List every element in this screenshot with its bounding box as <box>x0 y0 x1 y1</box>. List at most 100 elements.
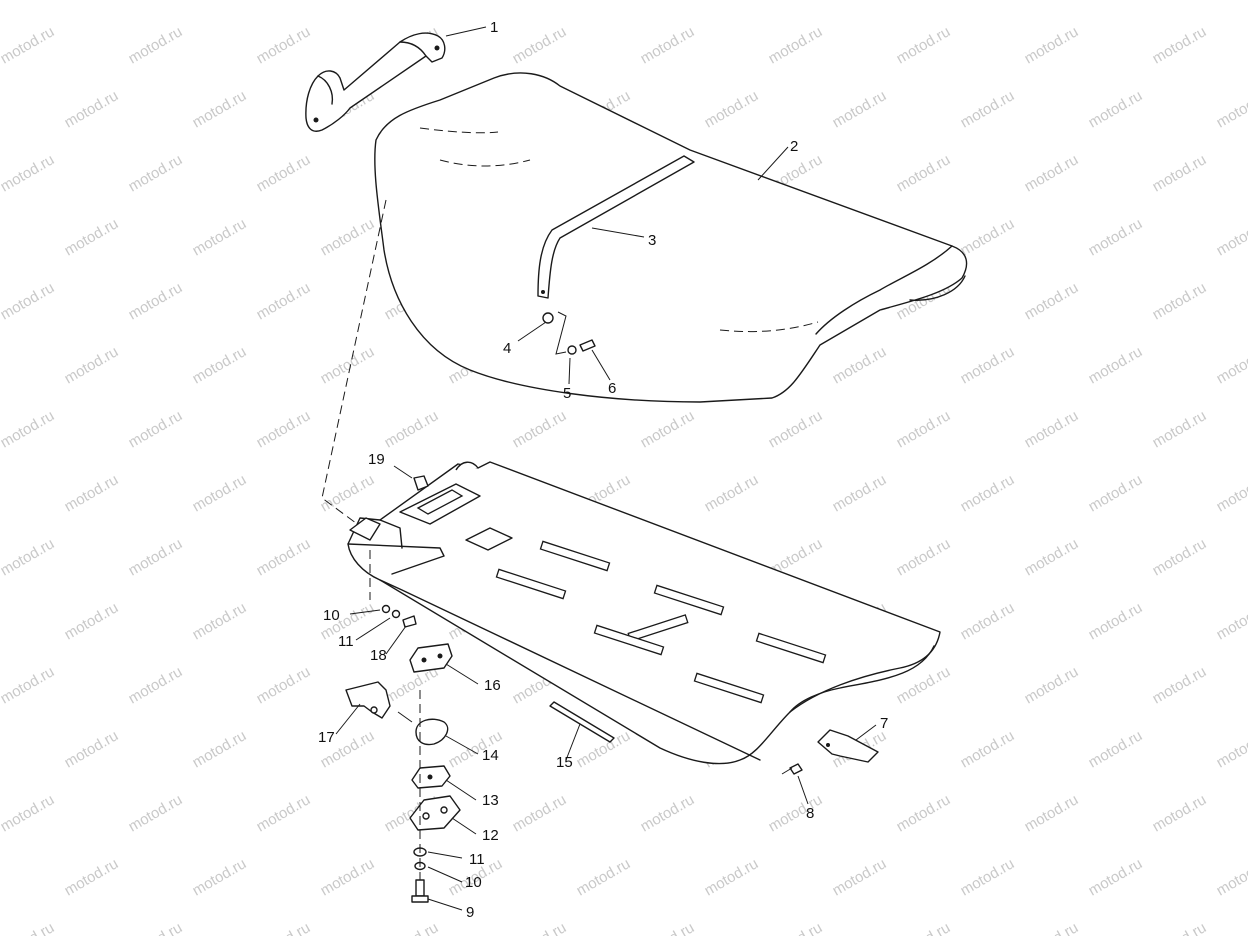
watermark-text: motod.ru <box>1022 535 1082 579</box>
watermark-text: motod.ru <box>1150 919 1210 936</box>
watermark-text: motod.ru <box>254 919 314 936</box>
watermark-text: motod.ru <box>1150 535 1210 579</box>
watermark-text: motod.ru <box>62 599 122 643</box>
watermark-text: motod.ru <box>190 215 250 259</box>
watermark-text: motod.ru <box>894 23 954 67</box>
watermark-text: motod.ru <box>958 0 1018 3</box>
callout-15: 15 <box>556 754 573 771</box>
callout-10b: 10 <box>465 874 482 891</box>
watermark-text: motod.ru <box>62 727 122 771</box>
callout-2: 2 <box>790 138 798 155</box>
callout-10a: 10 <box>323 607 340 624</box>
watermark-text: motod.ru <box>1150 663 1210 707</box>
watermark-text: motod.ru <box>830 855 890 899</box>
watermark-text: motod.ru <box>254 535 314 579</box>
strip-part <box>549 701 615 743</box>
watermark-text: motod.ru <box>1086 855 1146 899</box>
watermark-text: motod.ru <box>766 791 826 835</box>
watermark-text: motod.ru <box>126 23 186 67</box>
watermark-text: motod.ru <box>190 471 250 515</box>
callout-19: 19 <box>368 451 385 468</box>
watermark-text: motod.ru <box>1214 87 1248 131</box>
watermark-text: motod.ru <box>1214 727 1248 771</box>
watermark-text: motod.ru <box>1086 87 1146 131</box>
watermark-text: motod.ru <box>510 23 570 67</box>
watermark-text: motod.ru <box>1086 343 1146 387</box>
watermark-text: motod.ru <box>0 151 57 195</box>
watermark-text: motod.ru <box>958 215 1018 259</box>
callout-5: 5 <box>563 385 571 402</box>
watermark-text: motod.ru <box>62 471 122 515</box>
watermark-text: motod.ru <box>190 727 250 771</box>
callout-9: 9 <box>466 904 474 921</box>
watermark-text: motod.ru <box>1022 407 1082 451</box>
watermark-text: motod.ru <box>574 855 634 899</box>
watermark-text: motod.ru <box>382 919 442 936</box>
callout-11b: 11 <box>469 851 485 868</box>
strap-fasteners <box>542 311 596 355</box>
watermark-text: motod.ru <box>894 791 954 835</box>
callout-18: 18 <box>370 647 387 664</box>
watermark-text: motod.ru <box>1022 663 1082 707</box>
watermark-text: motod.ru <box>958 727 1018 771</box>
watermark-text: motod.ru <box>126 919 186 936</box>
watermark-text: motod.ru <box>638 407 698 451</box>
callout-numbers: 1 2 3 4 5 6 7 8 9 10 10 11 11 12 13 14 1… <box>318 19 888 921</box>
watermark-text: motod.ru <box>0 23 57 67</box>
watermark-text: motod.ru <box>638 791 698 835</box>
watermark-text: motod.ru <box>1214 855 1248 899</box>
alignment-line <box>321 199 387 527</box>
watermark-text: motod.ru <box>958 471 1018 515</box>
watermark-text: motod.ru <box>126 663 186 707</box>
watermark-text: motod.ru <box>62 0 122 3</box>
watermark-text: motod.ru <box>510 919 570 936</box>
watermark-text: motod.ru <box>126 791 186 835</box>
watermark-text: motod.ru <box>1214 599 1248 643</box>
watermark-text: motod.ru <box>254 663 314 707</box>
watermark-text: motod.ru <box>126 151 186 195</box>
watermark-text: motod.ru <box>1214 343 1248 387</box>
callout-17: 17 <box>318 729 335 746</box>
watermark-text: motod.ru <box>0 919 57 936</box>
watermark-text: motod.ru <box>0 279 57 323</box>
watermark-text: motod.ru <box>1086 599 1146 643</box>
watermark-text: motod.ru <box>126 279 186 323</box>
watermark-text: motod.ru <box>0 791 57 835</box>
watermark-text: motod.ru <box>638 23 698 67</box>
watermark-text: motod.ru <box>1150 407 1210 451</box>
watermark-text: motod.ru <box>0 535 57 579</box>
watermark-text: motod.ru <box>62 215 122 259</box>
watermark-text: motod.ru <box>1086 727 1146 771</box>
grab-handle-part <box>305 32 446 132</box>
watermark-text: motod.ru <box>254 23 314 67</box>
watermark-text: motod.ru <box>190 0 250 3</box>
watermark-text: motod.ru <box>382 407 442 451</box>
watermark-text: motod.ru <box>702 471 762 515</box>
watermark-text: motod.ru <box>446 0 506 3</box>
leader-lines <box>335 26 877 911</box>
watermark-text: motod.ru <box>126 407 186 451</box>
watermark-text: motod.ru <box>318 855 378 899</box>
watermark-text: motod.ru <box>894 663 954 707</box>
watermark-text: motod.ru <box>958 599 1018 643</box>
watermark-text: motod.ru <box>126 535 186 579</box>
watermark-text: motod.ru <box>830 471 890 515</box>
watermark-text: motod.ru <box>830 87 890 131</box>
watermark-text: motod.ru <box>1086 0 1146 3</box>
watermark-text: motod.ru <box>254 407 314 451</box>
watermark-text: motod.ru <box>894 919 954 936</box>
watermark-text: motod.ru <box>254 279 314 323</box>
callout-16: 16 <box>484 677 501 694</box>
watermark-text: motod.ru <box>62 855 122 899</box>
callout-1: 1 <box>490 19 498 36</box>
watermark-text: motod.ru <box>702 0 762 3</box>
callout-11a: 11 <box>338 633 354 650</box>
watermark-text: motod.ru <box>958 855 1018 899</box>
seat-base-part <box>347 461 941 765</box>
watermark-text: motod.ru <box>1086 215 1146 259</box>
callout-14: 14 <box>482 747 499 764</box>
watermark-text: motod.ru <box>254 791 314 835</box>
watermark-text: motod.ru <box>190 87 250 131</box>
callout-12: 12 <box>482 827 499 844</box>
